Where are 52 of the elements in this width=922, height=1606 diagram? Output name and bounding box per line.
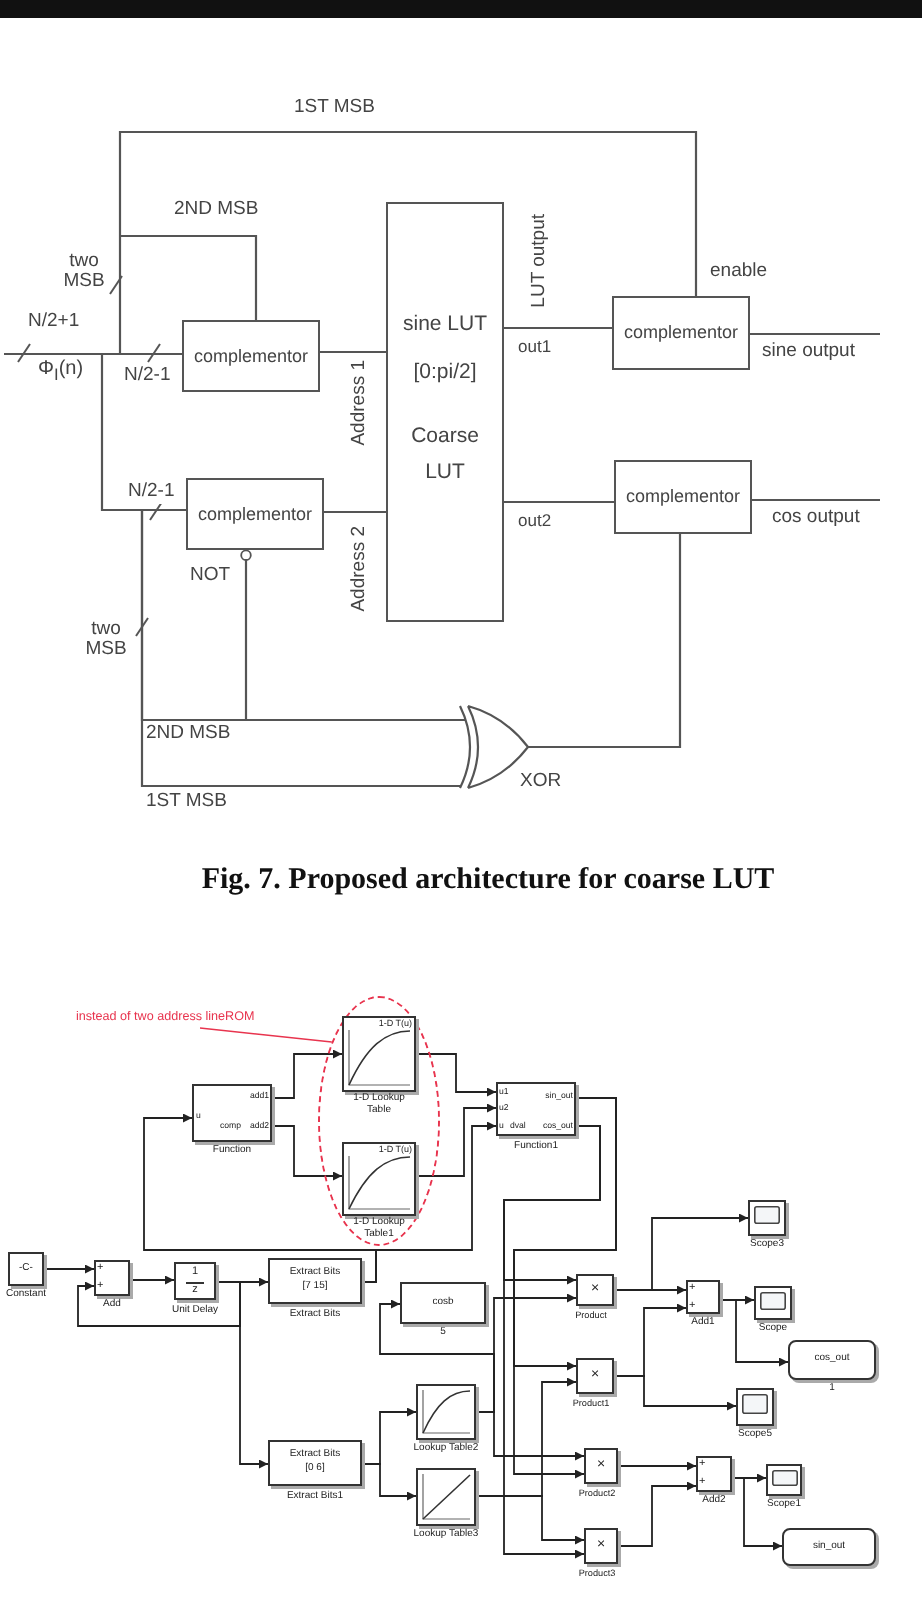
signal-line <box>320 350 386 354</box>
signal-line <box>752 498 880 502</box>
signal-line <box>750 332 880 336</box>
signal-line <box>504 326 612 330</box>
signal-line <box>504 500 614 504</box>
leader-line <box>199 1027 333 1043</box>
block-label: Coarse LUT <box>410 422 480 488</box>
signal-arrow <box>271 1049 343 1099</box>
signal-label: two MSB <box>62 252 106 292</box>
block-label: complementor <box>197 504 313 525</box>
signal-line <box>240 549 252 720</box>
signal-arrow <box>415 1053 497 1097</box>
figure-caption: Fig. 7. Proposed architecture for coarse LUT <box>201 864 775 899</box>
signal-line <box>100 354 186 512</box>
signal-arrow <box>415 1103 497 1177</box>
signal-arrow <box>617 1481 697 1547</box>
signal-line <box>4 352 182 356</box>
signal-arrow <box>215 1281 269 1469</box>
signal-label: two MSB <box>84 620 128 660</box>
signal-arrow <box>77 1281 241 1327</box>
signal-arrow <box>271 1125 343 1181</box>
block-label: sine LUT [0:pi/2] <box>401 310 489 388</box>
signal-arrow <box>613 1213 749 1291</box>
line-label: N/2-1 <box>128 482 175 504</box>
line-label: sine output <box>762 342 855 364</box>
signal-line <box>118 130 698 354</box>
line-label: out1 <box>518 338 552 358</box>
signal-arrow <box>129 1275 175 1285</box>
gate-label: XOR <box>520 772 562 794</box>
signal-line <box>528 534 682 749</box>
signal-arrow <box>361 1463 417 1501</box>
line-label: cos output <box>772 508 860 530</box>
signal-arrow <box>731 1477 783 1551</box>
block-label: complementor <box>193 346 309 367</box>
line-label: out2 <box>518 512 552 532</box>
signal-arrow <box>503 1125 601 1559</box>
signal-arrow <box>617 1461 697 1471</box>
signal-arrow <box>475 1495 585 1545</box>
port-label: enable <box>710 262 768 284</box>
signal-label: Φ$_{I}$(n) <box>38 358 84 386</box>
block-label: complementor <box>623 322 739 343</box>
signal-label: LUT output <box>530 214 552 308</box>
signal-arrow <box>361 1121 497 1283</box>
block-label: complementor <box>625 486 741 507</box>
signal-line <box>120 234 258 320</box>
signal-line <box>324 510 386 514</box>
signal-arrow <box>719 1299 789 1367</box>
signal-arrow <box>379 1299 495 1413</box>
signal-arrow <box>43 1264 95 1274</box>
signal-line <box>140 510 461 788</box>
signal-arrow <box>513 1097 617 1479</box>
signal-arrow <box>613 1375 737 1411</box>
